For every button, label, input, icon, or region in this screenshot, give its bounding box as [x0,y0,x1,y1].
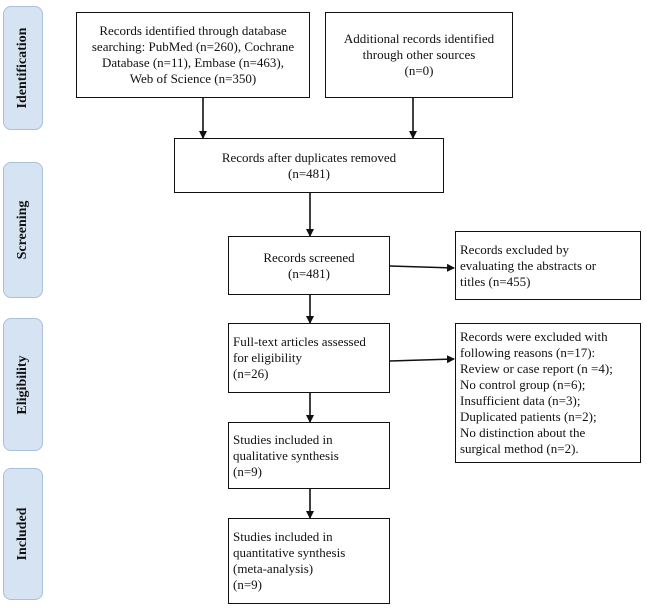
phase-eligibility: Eligibility [3,318,43,451]
quantitative-synthesis-text: Studies included in quantitative synthes… [233,529,346,592]
box-excluded-abstracts: Records excluded by evaluating the abstr… [455,231,641,300]
other-sources-text: Additional records identified through ot… [343,31,495,78]
box-records-screened: Records screened (n=481) [228,236,390,295]
phase-identification: Identification [3,6,43,130]
box-excluded-reasons: Records were excluded with following rea… [455,323,641,463]
box-fulltext-assessed: Full-text articles assessed for eligibil… [228,323,390,393]
phase-screening: Screening [3,162,43,298]
arrow-fulltext-to-excluded [389,355,455,364]
box-quantitative-synthesis: Studies included in quantitative synthes… [228,518,390,604]
database-records-text: Records identified through database sear… [91,23,295,86]
box-other-sources: Additional records identified through ot… [325,12,513,98]
arrow-screened-to-excluded [389,263,455,272]
records-screened-text: Records screened (n=481) [263,249,355,281]
excluded-abstracts-text: Records excluded by evaluating the abstr… [460,241,597,289]
box-after-duplicates: Records after duplicates removed (n=481) [174,138,444,193]
box-database-records: Records identified through database sear… [76,12,310,98]
qualitative-synthesis-text: Studies included in qualitative synthesi… [233,431,339,479]
phase-included: Included [3,468,43,600]
after-duplicates-text: Records after duplicates removed (n=481) [221,149,397,181]
fulltext-assessed-text: Full-text articles assessed for eligibil… [233,334,366,381]
box-qualitative-synthesis: Studies included in qualitative synthesi… [228,422,390,489]
excluded-reasons-text: Records were excluded with following rea… [460,329,613,456]
